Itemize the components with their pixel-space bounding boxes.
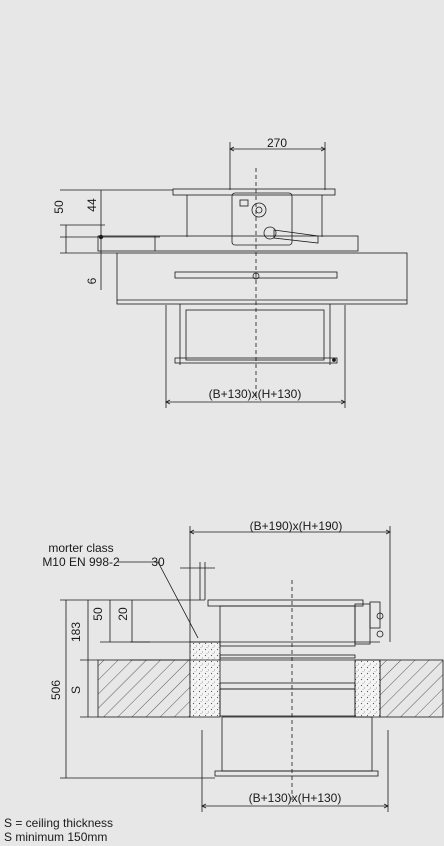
section-view [60, 526, 444, 812]
section-top-flange [207, 599, 364, 607]
section-dim-top-label: (B+190)x(H+190) [250, 519, 343, 533]
dim-50-label: 50 [52, 200, 66, 214]
lower-flange [214, 770, 379, 777]
actuator-gear [251, 202, 267, 218]
sleeve [185, 309, 325, 361]
actuator-box [231, 192, 293, 246]
mortar-left [189, 641, 221, 718]
mortar-label-2: M10 EN 998-2 [42, 555, 120, 569]
mortar-label-1: morter class [48, 541, 113, 555]
mounting-plate [97, 235, 359, 252]
dim-30-label: 30 [151, 555, 165, 569]
dim-6-label: 6 [85, 277, 99, 284]
handle [273, 229, 319, 244]
damper-body [219, 605, 356, 647]
top-flange [172, 188, 336, 196]
ceiling-left [97, 659, 191, 718]
dim-44-label: 44 [85, 198, 99, 212]
dim-270-label: 270 [267, 136, 287, 150]
dim-183-label: 183 [69, 622, 83, 642]
dim-506-label: 506 [49, 680, 63, 700]
dim-bottom-label: (B+130)x(H+130) [209, 387, 302, 401]
note-minimum: S minimum 150mm [4, 830, 108, 844]
actuator-side [369, 601, 381, 629]
dim-50-section-label: 50 [91, 607, 105, 621]
section-dim-bottom-label: (B+130)x(H+130) [249, 791, 342, 805]
mortar-right [354, 659, 381, 718]
dim-s-label: S [69, 686, 83, 694]
lower-sleeve [221, 716, 373, 772]
top-view [60, 142, 408, 408]
slot [174, 271, 338, 279]
dim-20-label: 20 [116, 607, 130, 621]
note-ceiling-thickness: S = ceiling thickness [4, 816, 114, 830]
frame [116, 252, 408, 305]
ceiling-right [379, 659, 444, 718]
